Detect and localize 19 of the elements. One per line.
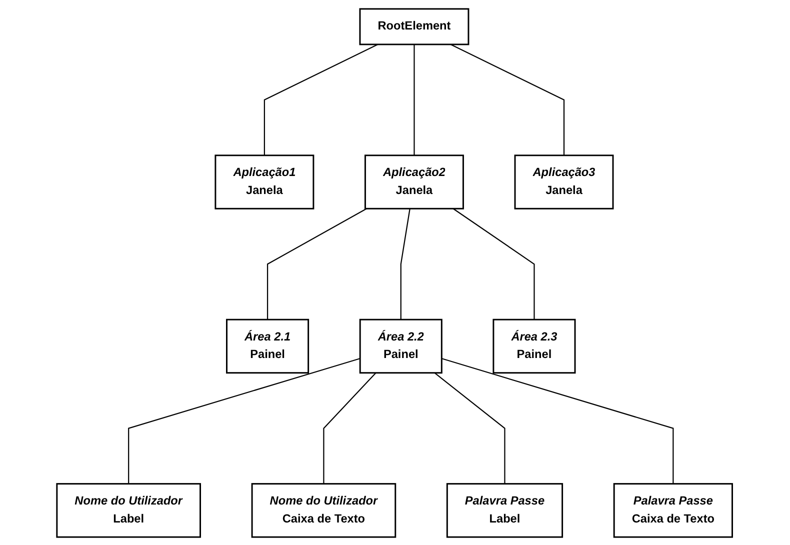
connector: [434, 372, 506, 484]
node-box: Área 2.3 Painel: [493, 318, 576, 374]
connector: [324, 372, 377, 484]
node-box: RootElement: [360, 8, 470, 45]
connector: [442, 357, 674, 484]
node-box: Aplicação1 Janela: [215, 154, 315, 209]
connector: [400, 208, 411, 320]
connector: [453, 208, 536, 320]
node-box: Área 2.2 Painel: [360, 318, 443, 374]
node-box: Palavra Passe Label: [446, 482, 564, 538]
connector: [450, 43, 565, 155]
connector: [264, 43, 379, 155]
node-box: Área 2.1 Painel: [226, 318, 310, 374]
connector: [267, 208, 368, 320]
node-box: Aplicação3 Janela: [514, 154, 614, 209]
connector: [128, 357, 361, 484]
node-box: Palavra Passe Caixa de Texto: [614, 482, 734, 538]
connector: [414, 44, 416, 155]
node-box: Aplicação2 Janela: [364, 154, 464, 209]
